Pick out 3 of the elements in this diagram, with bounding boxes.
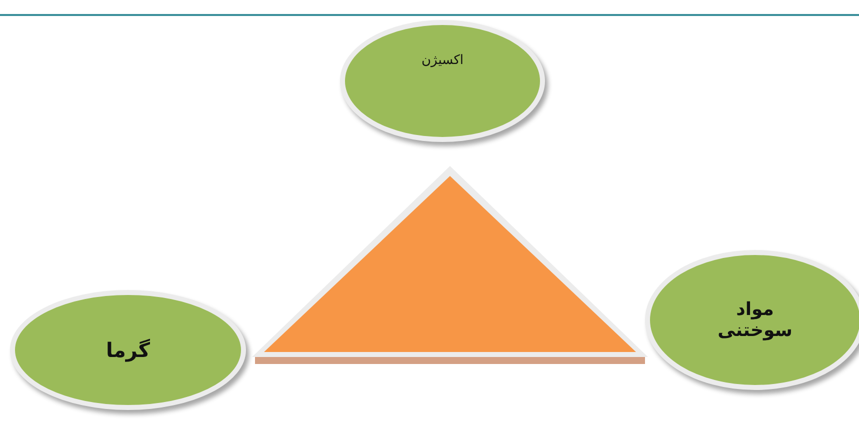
- node-label: مواد سوختنی: [716, 299, 794, 341]
- node-label: اکسیژن: [421, 53, 464, 68]
- node-label: گرما: [106, 338, 150, 362]
